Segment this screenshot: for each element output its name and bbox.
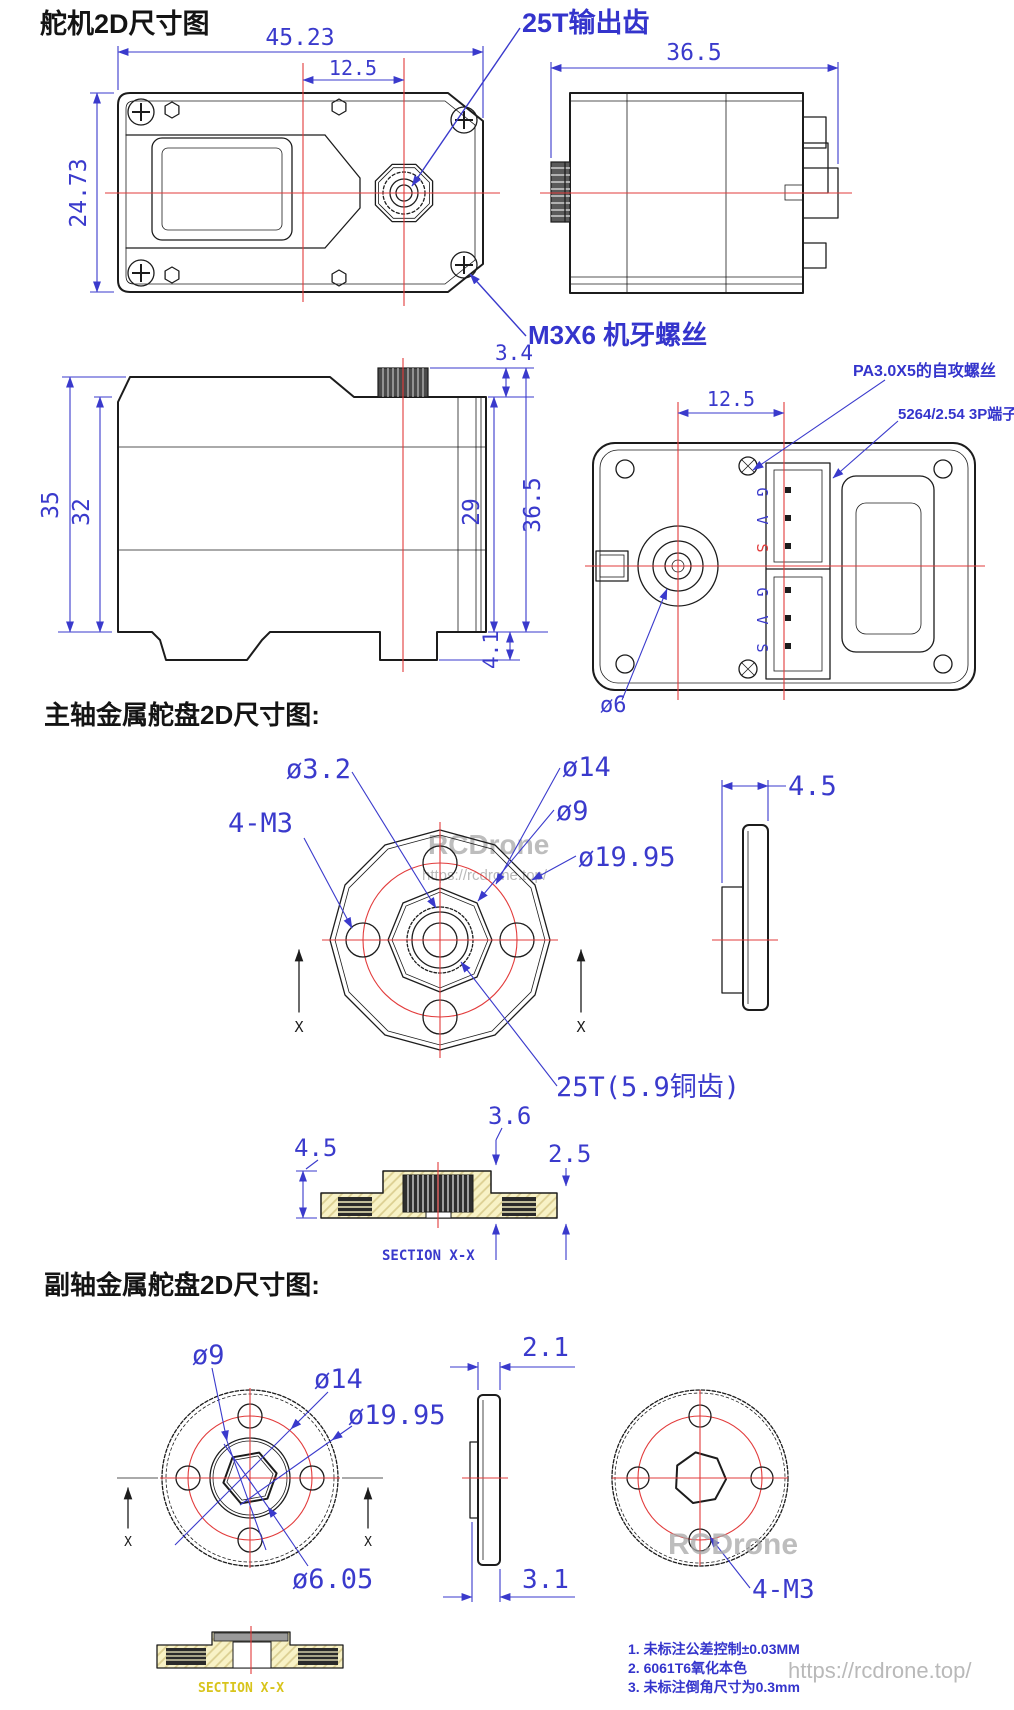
pin-label: G [753, 587, 771, 596]
main-horn-front-view: X X ø3.2 4-M3 ø14 ø9 ø19.95 25T(5.9铜齿) [228, 752, 740, 1103]
dim-h32: 32 [69, 498, 95, 526]
dim-foot: 4.1 [479, 631, 503, 669]
thread-icon [338, 1197, 536, 1216]
dim-h365: 36.5 [520, 477, 546, 532]
note-2: 2. 6061T6氧化本色 [628, 1660, 747, 1676]
hex-hole-icon [164, 98, 347, 287]
dim-section-plate: 2.5 [548, 1140, 591, 1168]
dim-top-height: 24.73 [66, 158, 92, 227]
dim-aux-plate: 2.1 [522, 1333, 569, 1363]
watermark-url-large: https://rcdrone.top/ [788, 1658, 972, 1683]
connector-3p-icon [765, 462, 831, 680]
aux-horn-section-view: SECTION X-X [156, 1626, 344, 1696]
section-axis-label: X [124, 1535, 132, 1550]
dim-conn-offset: 12.5 [707, 387, 755, 411]
section-label: SECTION X-X [382, 1248, 475, 1264]
gear-teeth-icon [550, 161, 571, 223]
dim-depth: 36.5 [666, 40, 721, 66]
watermark-brand: RCDrone [428, 829, 549, 860]
note-1: 1. 未标注公差控制±0.03MM [628, 1641, 800, 1657]
label-shaft-dia: ø6 [600, 693, 627, 718]
label-tap-screw: PA3.0X5的自攻螺丝 [853, 361, 996, 380]
main-horn-section-view: 4.5 3.6 2.5 SECTION X-X [294, 1102, 591, 1264]
dim-top-width: 45.23 [265, 25, 334, 51]
pin-label: G [753, 487, 771, 496]
mount-screw-icon [127, 98, 478, 287]
notes-block: 1. 未标注公差控制±0.03MM 2. 6061T6氧化本色 3. 未标注倒角… [628, 1641, 800, 1695]
label-outer-dia: ø19.95 [578, 842, 676, 873]
section-label-yellow: SECTION X-X [198, 1681, 284, 1696]
servo-side-view: 36.5 [540, 40, 852, 294]
label-connector: 5264/2.54 3P端子 [898, 405, 1014, 423]
label-aux-d14: ø14 [314, 1364, 363, 1395]
thread-icon [166, 1648, 338, 1665]
dim-gear-offset: 12.5 [329, 56, 377, 80]
label-aux-d9: ø9 [192, 1340, 225, 1371]
aux-horn-front-view: X X ø9 ø14 ø19.95 ø6.05 [117, 1340, 446, 1595]
label-aux-outer: ø19.95 [348, 1400, 446, 1431]
label-mount-screw: M3X6 机牙螺丝 [528, 320, 707, 350]
page-title: 舵机2D尺寸图 [40, 8, 210, 39]
servo-profile-view: 35 32 3.4 29 36.5 4.1 [38, 341, 548, 672]
pin-label: V [753, 515, 771, 524]
pin-label: V [753, 615, 771, 624]
label-d14: ø14 [562, 752, 611, 783]
dim-gear-height: 3.4 [495, 341, 533, 365]
aux-horn-side-view: 2.1 3.1 [443, 1333, 575, 1602]
watermark-url: https://rcdrone.top/ [422, 867, 548, 884]
pin-label-signal: S [753, 543, 771, 552]
main-horn-side-view: 4.5 [712, 771, 837, 1011]
dim-horn-thickness: 4.5 [788, 771, 837, 802]
dim-section-boss: 3.6 [488, 1102, 531, 1130]
servo-bottom-view: G V S G V S 12.5 PA3.0X5的自攻螺丝 5264/2.54 … [585, 361, 1014, 718]
label-aux-screws: 4-M3 [752, 1575, 815, 1605]
section-axis-label: X [364, 1535, 372, 1550]
aux-horn-rear-view: 4-M3 RCDrone [611, 1389, 815, 1605]
label-d9: ø9 [556, 796, 589, 827]
section-axis-label: X [294, 1018, 303, 1036]
label-spline: 25T(5.9铜齿) [556, 1072, 740, 1103]
aux-horn-heading: 副轴金属舵盘2D尺寸图: [44, 1270, 320, 1300]
dim-aux-total: 3.1 [522, 1565, 569, 1595]
label-aux-center-hole: ø6.05 [292, 1564, 373, 1595]
section-axis-label: X [576, 1018, 585, 1036]
servo-top-view: 45.23 12.5 24.73 25T输出齿 M3X6 机牙螺丝 [66, 7, 707, 350]
label-screws: 4-M3 [228, 808, 293, 839]
watermark-brand: RCDrone [668, 1528, 798, 1561]
main-horn-heading: 主轴金属舵盘2D尺寸图: [44, 700, 320, 730]
label-output-gear: 25T输出齿 [522, 7, 650, 38]
dim-section-left: 4.5 [294, 1134, 337, 1162]
dim-h29: 29 [459, 498, 485, 526]
dim-h35: 35 [38, 491, 64, 519]
pin-label: S [753, 643, 771, 652]
label-hole-dia: ø3.2 [286, 754, 351, 785]
note-3: 3. 未标注倒角尺寸为0.3mm [628, 1679, 800, 1695]
